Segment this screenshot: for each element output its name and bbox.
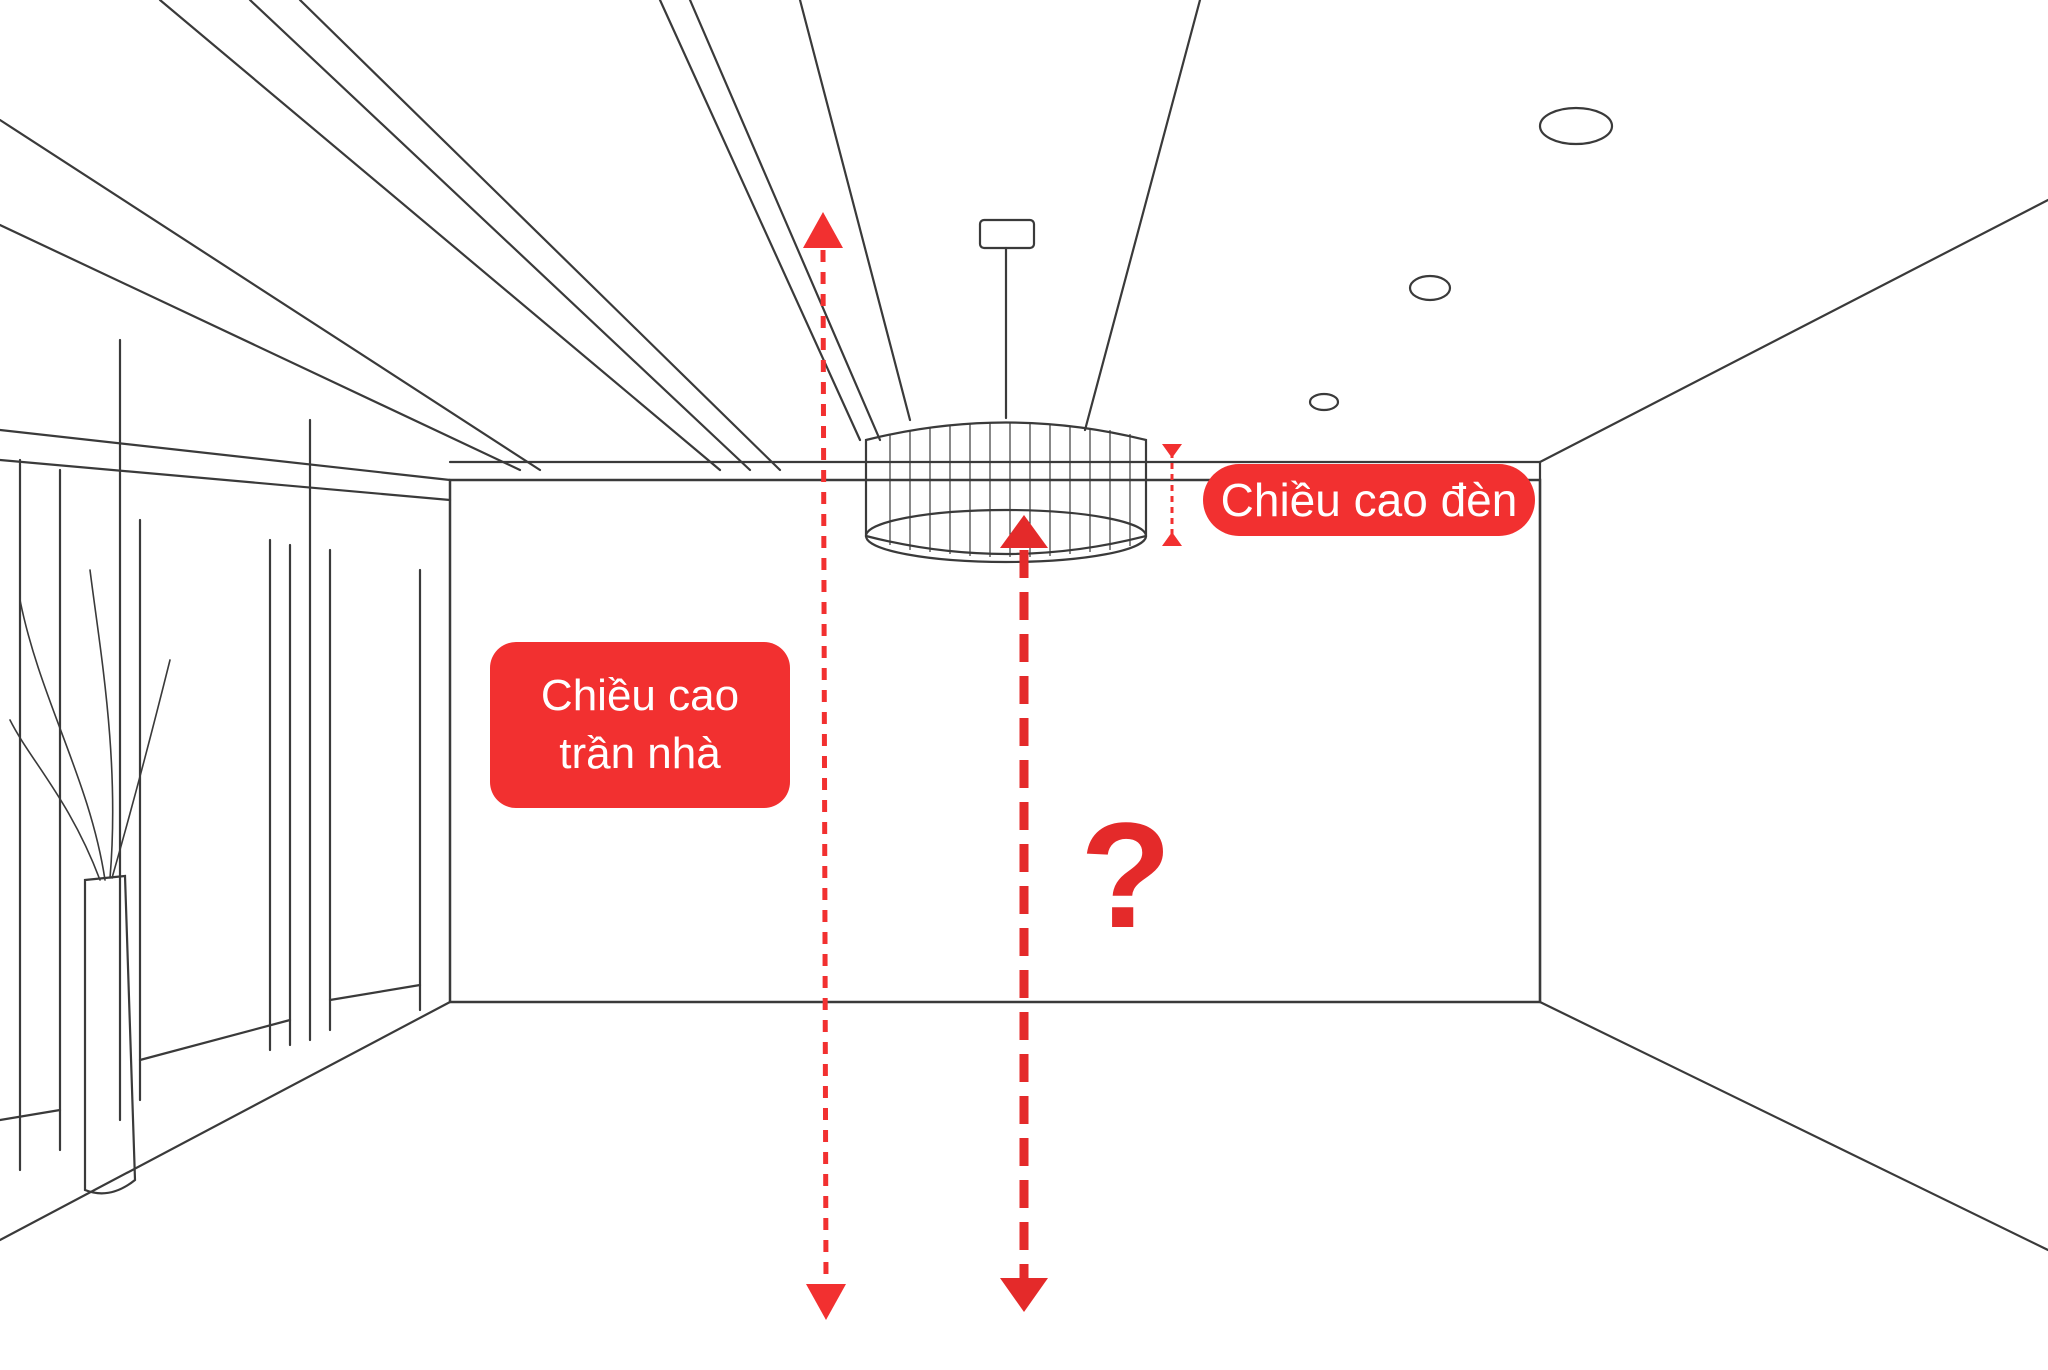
ceiling-height-text-line1: Chiều cao — [540, 671, 740, 720]
unknown-distance-mark: ? — [1080, 791, 1172, 959]
ceiling-height-text-line2: trần nhà — [559, 729, 721, 778]
lamp-to-floor-arrow — [1000, 515, 1048, 1312]
ceiling-light — [1538, 106, 1614, 146]
ceiling-height-arrow — [803, 212, 846, 1320]
lamp-height-text: Chiều cao đèn — [1220, 474, 1518, 526]
ceiling-height-label: Chiều cao trần nhà — [490, 642, 790, 808]
lamp-height-bracket — [1162, 444, 1182, 546]
vase — [83, 874, 137, 1195]
lamp-height-label: Chiều cao đèn — [1203, 464, 1535, 536]
floor-left-edge — [0, 1000, 452, 1242]
beam-line — [0, 118, 542, 472]
lamp-shade — [864, 421, 1148, 556]
floor-right-edge — [1538, 1000, 2048, 1252]
ceiling-right-edge — [1538, 198, 2048, 464]
ceiling-canopy — [978, 218, 1036, 250]
